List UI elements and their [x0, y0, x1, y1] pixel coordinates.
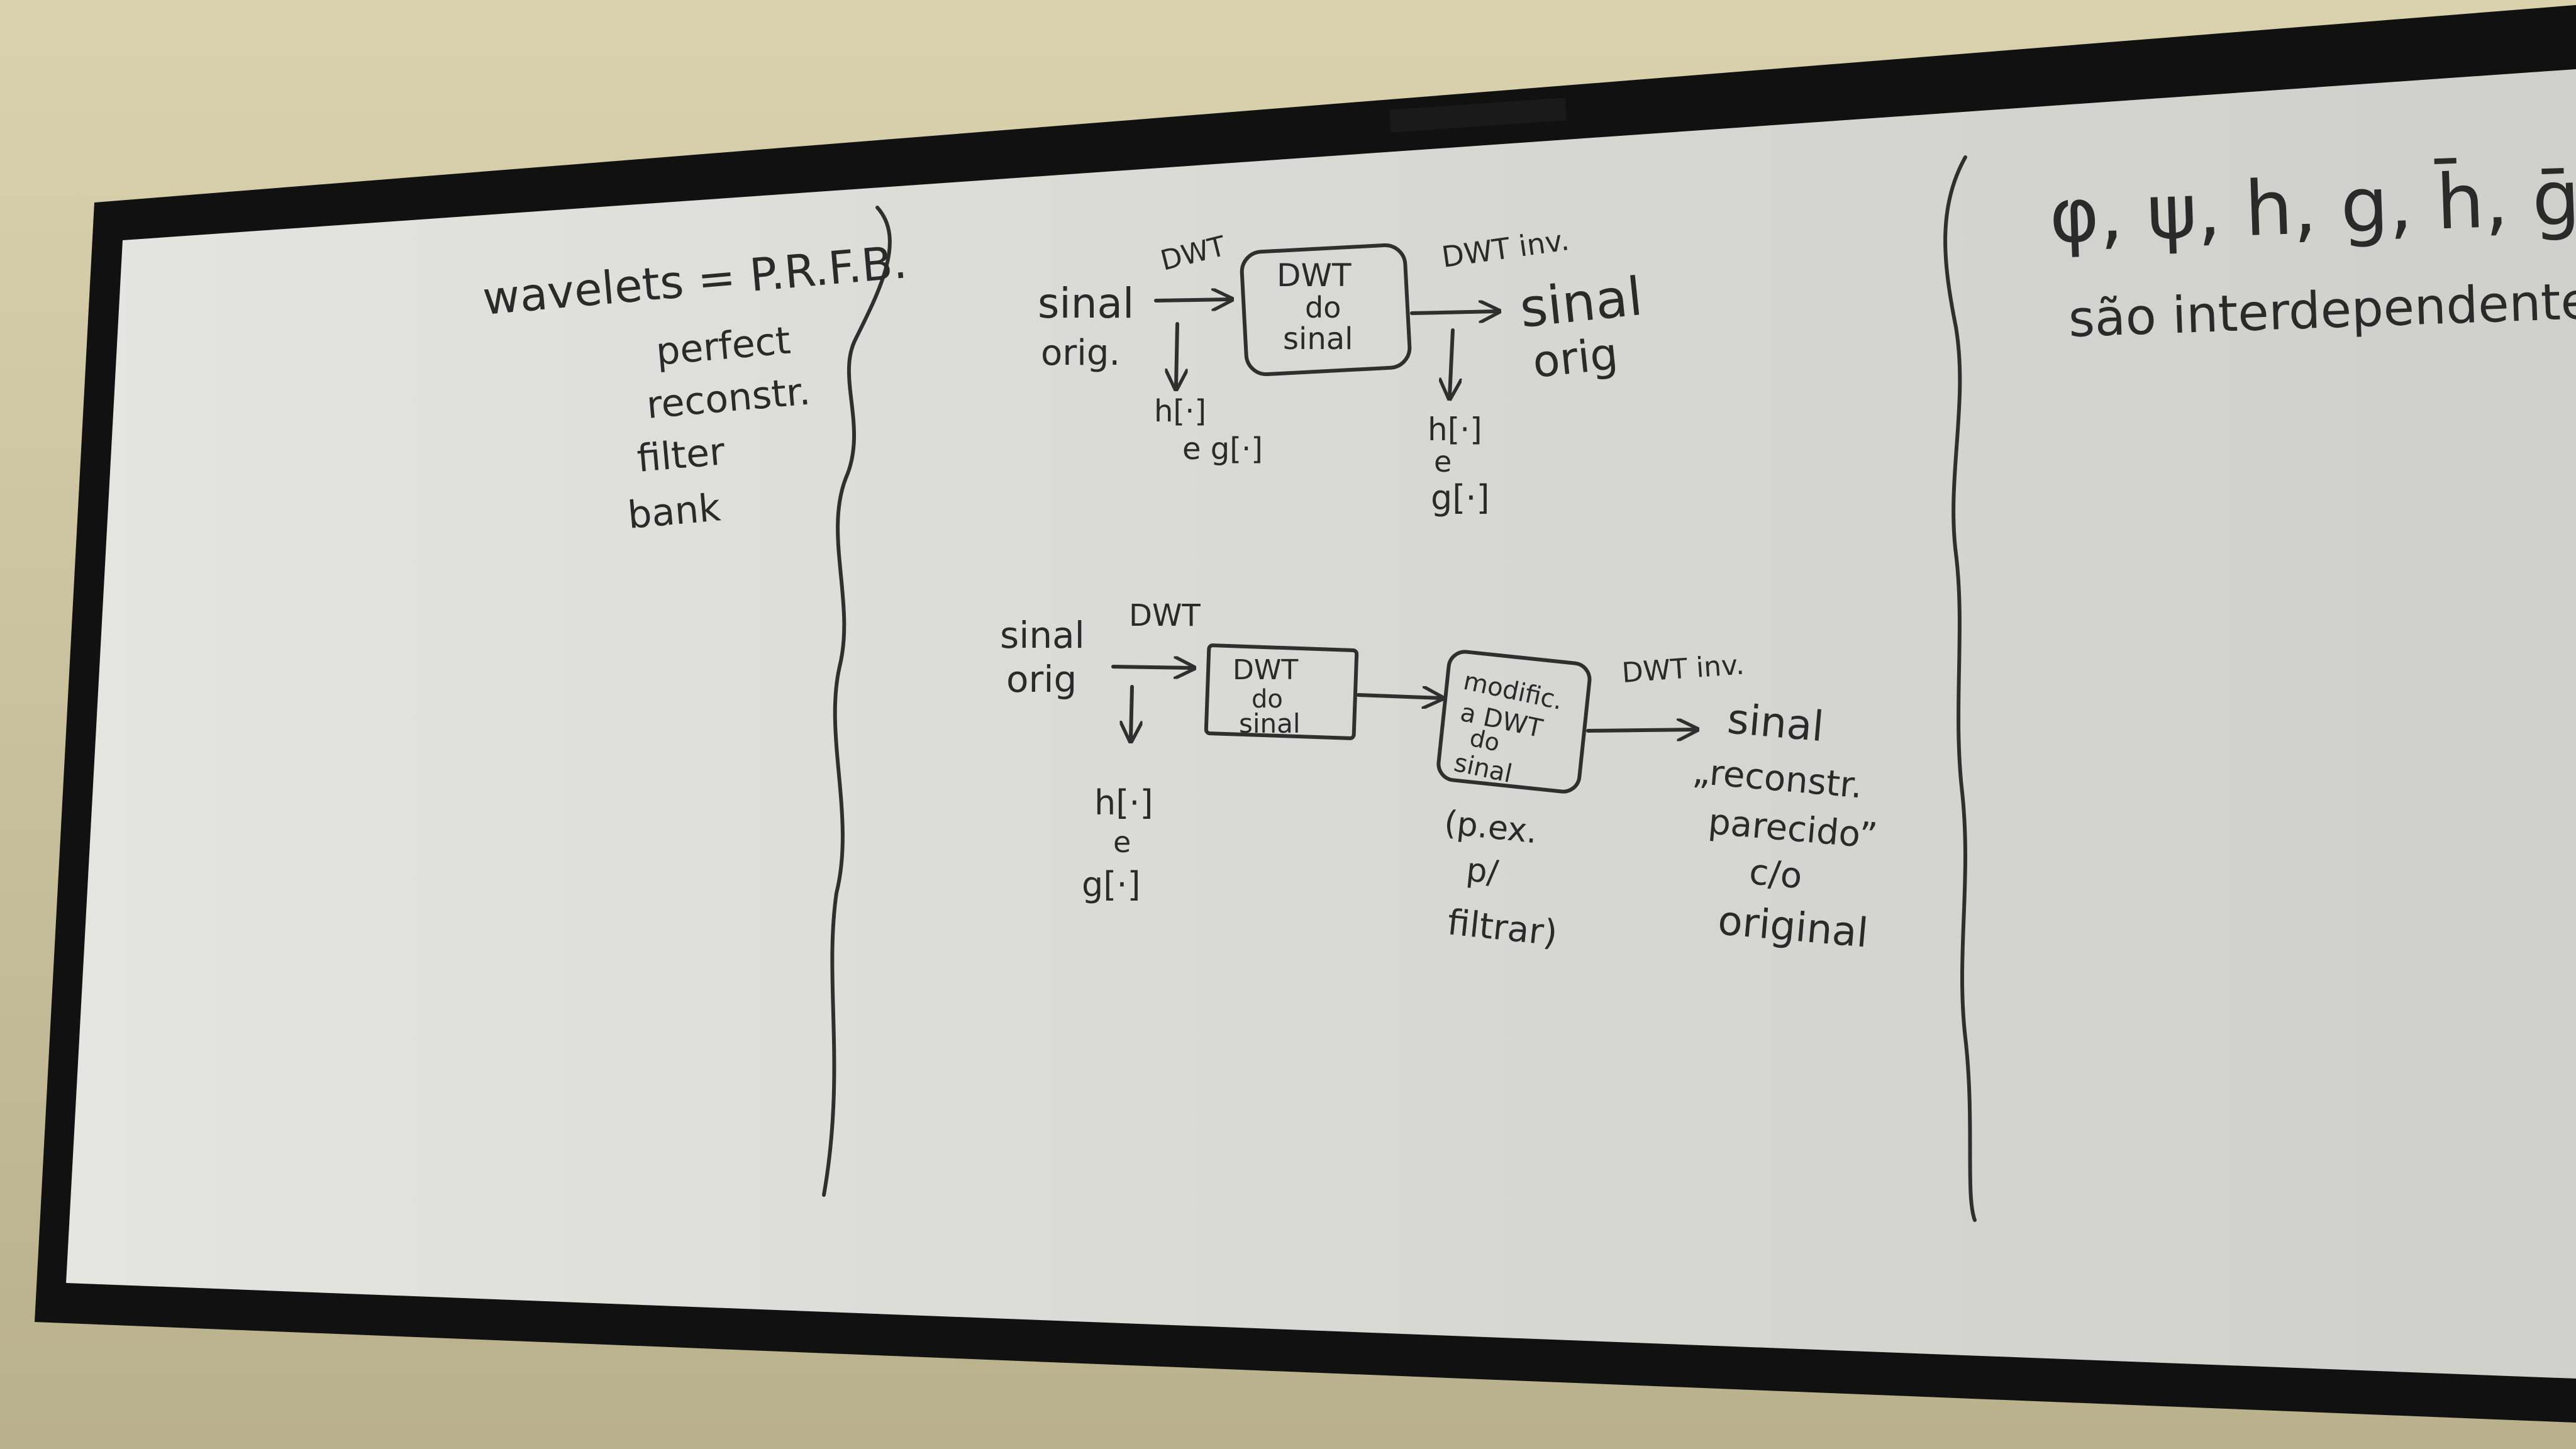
modify-note-2: p/ [1465, 851, 1501, 892]
bottom-filter-1: h[·] [1094, 783, 1153, 823]
top-filter-out-2: e [1434, 445, 1452, 479]
bottom-modify-box [1436, 650, 1592, 794]
top-arrow-down-left [1176, 322, 1177, 387]
bottom-input-line-1: sinal [1000, 614, 1085, 657]
top-box-line-3: sinal [1283, 321, 1353, 357]
bottom-filter-3: g[·] [1082, 865, 1141, 904]
top-output-line-2: orig [1530, 328, 1620, 388]
right-panel: φ, ψ, h, g, h̄, ḡ são interdependentes [2048, 153, 2576, 348]
bottom-box-line-1: DWT [1233, 654, 1298, 686]
board-surface [66, 69, 2576, 1379]
top-arrow-to-box [1154, 299, 1230, 301]
bottom-box-line-3: sinal [1239, 708, 1301, 739]
top-arrow-to-output [1410, 311, 1497, 313]
top-filter-out-1: h[·] [1428, 411, 1482, 448]
top-filter-out-3: g[·] [1431, 478, 1490, 518]
bottom-arrow-down [1131, 685, 1132, 739]
marker-tray [1389, 97, 1567, 133]
bottom-output-line-1: sinal [1726, 694, 1826, 751]
top-filter-in-2: e g[·] [1182, 431, 1263, 467]
bottom-dwt-label: DWT [1129, 598, 1201, 633]
bottom-box-line-2: do [1252, 685, 1283, 714]
top-box-line-2: do [1305, 291, 1341, 325]
definition-line-4: bank [626, 486, 722, 538]
bottom-output-line-4: c/o [1748, 852, 1804, 897]
top-input-line-2: orig. [1041, 333, 1120, 374]
bottom-arrow-to-output [1586, 730, 1695, 731]
top-output-line-1: sinal [1517, 265, 1645, 340]
bottom-dwt-box [1204, 643, 1359, 740]
top-input-line-1: sinal [1038, 279, 1134, 328]
bottom-arrow-to-modify [1357, 695, 1440, 698]
divider-left [822, 206, 892, 1197]
top-box-line-1: DWT [1277, 257, 1352, 294]
bottom-input-line-2: orig [1006, 658, 1077, 701]
modify-line-3: do [1467, 724, 1502, 757]
bottom-arrow-to-box [1111, 667, 1192, 668]
top-dwt-box [1240, 243, 1412, 377]
bottom-filter-2: e [1113, 825, 1131, 859]
top-arrow-down-right [1450, 328, 1453, 396]
divider-right [1943, 155, 1977, 1222]
definition-line-3: filter [635, 430, 726, 481]
right-symbols: φ, ψ, h, g, h̄, ḡ [2048, 153, 2576, 260]
top-filter-in-1: h[·] [1154, 394, 1206, 429]
